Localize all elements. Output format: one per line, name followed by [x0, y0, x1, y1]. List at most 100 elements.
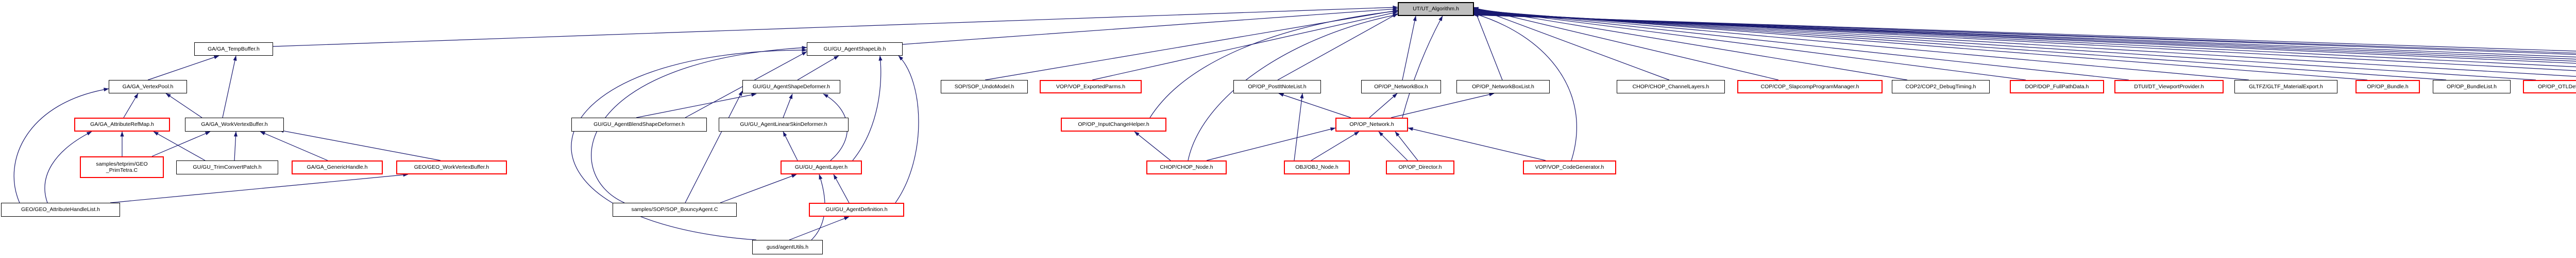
- graph-node-label: _PrimTetra.C: [106, 167, 138, 173]
- edge-obj_node-to-op_postitnotelist: [1294, 93, 1304, 161]
- graph-node-label: GA/GA_GenericHandle.h: [307, 164, 368, 171]
- edge-dtui_viewportprovider-to-ut_algorithm: [1473, 8, 2129, 80]
- graph-node-dop_fullpathdata[interactable]: DOP/DOP_FullPathData.h: [2010, 80, 2104, 93]
- graph-node-label: samples/SOP/SOP_BouncyAgent.C: [631, 206, 718, 213]
- graph-node-label: OP/OP_Bundle.h: [2367, 83, 2409, 90]
- graph-node-ga_vertexpool[interactable]: GA/GA_VertexPool.h: [109, 80, 187, 93]
- edge-op_bundle-to-ut_algorithm: [1473, 9, 2368, 80]
- edge-op_graphproxy-to-ut_algorithm: [1473, 10, 2576, 71]
- graph-node-ga_generichandle[interactable]: GA/GA_GenericHandle.h: [292, 160, 383, 174]
- graph-node-label: GA/GA_WorkVertexBuffer.h: [201, 121, 268, 128]
- edge-chop_channellayers-to-ut_algorithm: [1473, 7, 1670, 80]
- graph-node-geo_attributehandlelist[interactable]: GEO/GEO_AttributeHandleList.h: [1, 203, 120, 217]
- edge-op_network-to-op_networkboxlist: [1391, 92, 1495, 118]
- graph-node-label: GA/GA_AttributeRefMap.h: [90, 121, 154, 128]
- graph-node-ga_attributerefmap[interactable]: GA/GA_AttributeRefMap.h: [74, 118, 170, 132]
- graph-node-label: gusd/agentUtils.h: [766, 244, 809, 250]
- graph-node-gu_agentshapedeformer[interactable]: GU/GU_AgentShapeDeformer.h: [742, 80, 840, 93]
- edge-gu_agentlayer-to-gu_agentshapelib: [852, 55, 883, 161]
- edge-gu_agentlinearskindeformer-to-gu_agentshapedeformer: [783, 93, 793, 118]
- edge-op_director-to-op_network: [1395, 131, 1418, 161]
- graph-node-label: VOP/VOP_ExportedParms.h: [1056, 83, 1126, 90]
- edge-vop_codegenerator-to-ut_algorithm: [1473, 13, 1577, 161]
- graph-node-ga_workvertexbuffer[interactable]: GA/GA_WorkVertexBuffer.h: [185, 118, 284, 132]
- edge-gu_agentblendshapedeformer-to-gu_agentshapedeformer: [636, 93, 757, 118]
- graph-node-label: VOP/VOP_CodeGenerator.h: [1535, 164, 1604, 171]
- edge-vop_exportedparms-to-ut_algorithm: [1092, 11, 1398, 80]
- graph-node-gltf_materialexport[interactable]: GLTFZ/GLTF_MaterialExport.h: [2234, 80, 2337, 93]
- graph-node-label: OP/OP_BundleList.h: [2447, 83, 2497, 90]
- edge-ga_workvertexbuffer-to-ga_vertexpool: [165, 93, 202, 118]
- edge-op_network-to-op_networkbox: [1369, 93, 1398, 118]
- graph-node-cop2_debugtiming[interactable]: COP2/COP2_DebugTiming.h: [1892, 80, 1990, 93]
- graph-node-label: COP2/COP2_DebugTiming.h: [1905, 83, 1976, 90]
- edge-sop_bouncyagent-to-gu_agentlayer: [720, 174, 797, 203]
- graph-node-ut_algorithm[interactable]: UT/UT_Algorithm.h: [1398, 2, 1474, 16]
- graph-node-label: OP/OP_PostItNoteList.h: [1248, 83, 1307, 90]
- edge-gusd_agentutils-to-gu_agentdefinition: [789, 216, 850, 240]
- edge-ga_vertexpool-to-ga_tempbuffer: [147, 55, 219, 80]
- graph-node-dtui_viewportprovider[interactable]: DTUI/DT_ViewportProvider.h: [2114, 80, 2224, 93]
- edge-op_network-to-op_postitnotelist: [1278, 93, 1351, 118]
- edge-gu_agentdefinition-to-gu_agentlayer: [833, 174, 850, 203]
- graph-node-gu_agentblendshapedeformer[interactable]: GU/GU_AgentBlendShapeDeformer.h: [571, 118, 707, 132]
- graph-node-op_inputchangehelper[interactable]: OP/OP_InputChangeHelper.h: [1061, 118, 1166, 132]
- graph-node-sop_bouncyagent[interactable]: samples/SOP/SOP_BouncyAgent.C: [613, 203, 737, 217]
- graph-node-gusd_agentutils[interactable]: gusd/agentUtils.h: [752, 240, 823, 254]
- graph-node-label: GU/GU_AgentBlendShapeDeformer.h: [594, 121, 685, 128]
- graph-node-label: DOP/DOP_FullPathData.h: [2025, 83, 2089, 90]
- graph-node-op_networkboxlist[interactable]: OP/OP_NetworkBoxList.h: [1456, 80, 1550, 93]
- edge-ga_generichandle-to-ga_workvertexbuffer: [260, 131, 328, 161]
- edge-pi_editscriptedparms-to-ut_algorithm: [1473, 12, 2576, 58]
- edge-obj_node-to-op_network: [1311, 131, 1360, 161]
- graph-node-label: GLTFZ/GLTF_MaterialExport.h: [2249, 83, 2323, 90]
- graph-node-geo_primtetra[interactable]: samples/tetprim/GEO_PrimTetra.C: [80, 156, 164, 178]
- graph-node-op_postitnotelist[interactable]: OP/OP_PostItNoteList.h: [1233, 80, 1321, 93]
- graph-node-gu_trimconvertpatch[interactable]: GU/GU_TrimConvertPatch.h: [176, 160, 278, 174]
- edge-dop_fullpathdata-to-ut_algorithm: [1473, 7, 2026, 80]
- graph-node-gu_agentlayer[interactable]: GU/GU_AgentLayer.h: [781, 160, 862, 174]
- graph-node-label: GU/GU_AgentLinearSkinDeformer.h: [740, 121, 827, 128]
- graph-node-label: GU/GU_AgentShapeLib.h: [823, 45, 886, 52]
- graph-node-label: GA/GA_TempBuffer.h: [208, 45, 260, 52]
- graph-node-op_otldefinition[interactable]: OP/OP_OTLDefinition.h: [2523, 80, 2576, 93]
- graph-node-cop_slapcomp[interactable]: COP/COP_SlapcompProgramManager.h: [1737, 80, 1883, 93]
- graph-node-vop_codegenerator[interactable]: VOP/VOP_CodeGenerator.h: [1523, 160, 1616, 174]
- edge-gusd_agentutils-to-gu_agentshapelib: [571, 48, 807, 240]
- edge-gu_agentlayer-to-gu_agentlinearskindeformer: [783, 131, 798, 161]
- edge-geo_workvertexbuffer-to-ga_workvertexbuffer: [278, 129, 441, 161]
- graph-node-op_network[interactable]: OP/OP_Network.h: [1335, 118, 1408, 132]
- graph-node-sop_undomodel[interactable]: SOP/SOP_UndoModel.h: [941, 80, 1028, 93]
- graph-node-op_bundle[interactable]: OP/OP_Bundle.h: [2355, 80, 2420, 93]
- graph-node-label: GEO/GEO_WorkVertexBuffer.h: [414, 164, 489, 171]
- graph-node-gu_agentshapelib[interactable]: GU/GU_AgentShapeLib.h: [807, 42, 903, 56]
- graph-node-ga_tempbuffer[interactable]: GA/GA_TempBuffer.h: [194, 42, 273, 56]
- edge-geo_primtetra-to-ga_workvertexbuffer: [151, 131, 211, 157]
- edge-gu_agentdefinition-to-gu_agentshapelib: [895, 55, 919, 203]
- edge-cop_slapcomp-to-ut_algorithm: [1473, 7, 1779, 80]
- edge-op_networkbox-to-ut_algorithm: [1402, 15, 1417, 80]
- graph-node-obj_node[interactable]: OBJ/OBJ_Node.h: [1284, 160, 1350, 174]
- graph-node-chop_node[interactable]: CHOP/CHOP_Node.h: [1146, 160, 1227, 174]
- graph-node-label: GEO/GEO_AttributeHandleList.h: [21, 206, 100, 213]
- edge-gu_trimconvertpatch-to-ga_workvertexbuffer: [233, 131, 238, 161]
- graph-node-op_director[interactable]: OP/OP_Director.h: [1386, 160, 1454, 174]
- graph-node-chop_channellayers[interactable]: CHOP/CHOP_ChannelLayers.h: [1617, 80, 1725, 93]
- graph-node-vop_exportedparms[interactable]: VOP/VOP_ExportedParms.h: [1040, 80, 1142, 93]
- edge-op_optypeidfilter-to-ut_algorithm: [1473, 11, 2576, 68]
- edge-chop_node-to-op_inputchangehelper: [1134, 131, 1171, 161]
- graph-node-label: CHOP/CHOP_Node.h: [1160, 164, 1213, 171]
- graph-node-gu_agentlinearskindeformer[interactable]: GU/GU_AgentLinearSkinDeformer.h: [719, 118, 849, 132]
- graph-node-gu_agentdefinition[interactable]: GU/GU_AgentDefinition.h: [809, 203, 904, 217]
- graph-node-label: UT/UT_Algorithm.h: [1413, 6, 1459, 12]
- edge-sop_bouncyagent-to-gu_agentshapedeformer: [685, 90, 743, 203]
- graph-node-label: OBJ/OBJ_Node.h: [1295, 164, 1338, 171]
- graph-node-geo_workvertexbuffer[interactable]: GEO/GEO_WorkVertexBuffer.h: [396, 160, 507, 174]
- graph-node-op_bundlelist[interactable]: OP/OP_BundleList.h: [2433, 80, 2511, 93]
- graph-node-op_networkbox[interactable]: OP/OP_NetworkBox.h: [1361, 80, 1441, 93]
- edge-op_bundlelist-to-ut_algorithm: [1473, 9, 2447, 80]
- edge-cop2_debugtiming-to-ut_algorithm: [1473, 7, 1908, 80]
